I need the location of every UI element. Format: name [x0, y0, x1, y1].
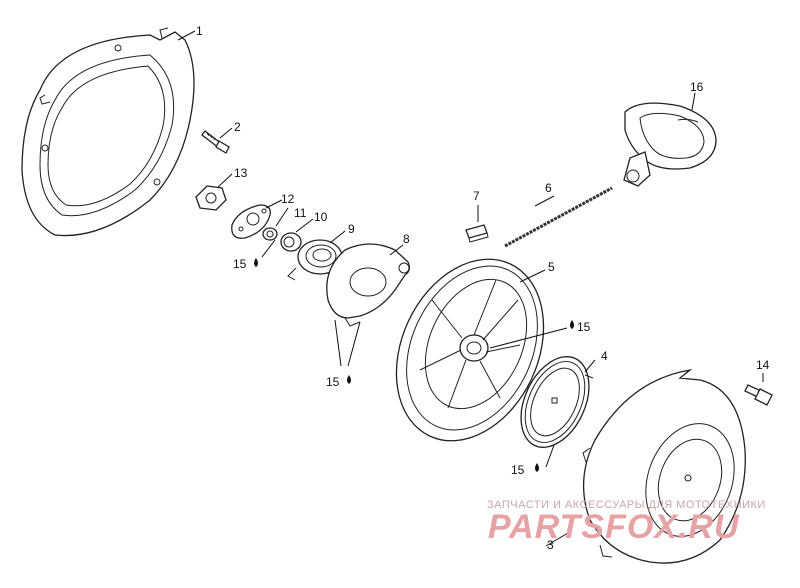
part-1-housing-ring: [21, 27, 195, 237]
callout-8: 8: [403, 232, 410, 246]
callout-10: 10: [314, 210, 328, 224]
part-12-plate: [231, 204, 271, 239]
watermark: ЗАПЧАСТИ И АКСЕССУАРЫ ДЛЯ МОТОТЕХНИКИ PA…: [487, 499, 766, 546]
part-8-cover-plate: [326, 243, 411, 327]
part-11-washer: [262, 227, 278, 241]
oil-drop-markers: [254, 258, 574, 472]
callout-6: 6: [545, 181, 552, 195]
leader-lines: [177, 30, 764, 547]
callout-2: 2: [234, 120, 241, 134]
part-13-nut: [195, 185, 227, 211]
part-7-key: [465, 224, 489, 243]
watermark-subtitle: ЗАПЧАСТИ И АКСЕССУАРЫ ДЛЯ МОТОТЕХНИКИ: [487, 499, 766, 511]
oil-drop-icon: [347, 375, 351, 384]
callout-16: 16: [690, 80, 704, 94]
part-4-spring: [520, 356, 594, 448]
callout-labels: 1 2 13 12 11 10 9 8 7 6 5 4 14 16 3 15 1…: [196, 24, 770, 552]
callout-4: 4: [601, 349, 608, 363]
callout-15-b: 15: [326, 375, 340, 389]
callout-12: 12: [281, 192, 295, 206]
oil-drop-icon: [535, 463, 539, 472]
callout-15-c: 15: [577, 320, 591, 334]
callout-3: 3: [547, 538, 554, 552]
callout-11: 11: [294, 206, 307, 220]
callout-7: 7: [473, 189, 480, 203]
callout-5: 5: [548, 260, 555, 274]
callout-15-d: 15: [511, 463, 525, 477]
part-2-bolt: [201, 130, 230, 154]
callout-13: 13: [234, 166, 248, 180]
part-16-handle: [623, 102, 717, 187]
part-3-starter-cover: [582, 368, 746, 564]
part-10-bushing: [280, 232, 302, 252]
callout-9: 9: [348, 222, 355, 236]
part-5-pulley: [395, 258, 545, 442]
oil-drop-icon: [570, 320, 574, 329]
callout-1: 1: [196, 24, 203, 38]
callout-14: 14: [756, 358, 770, 372]
part-14-screw: [744, 384, 773, 406]
part-6-rope: [504, 186, 613, 248]
oil-drop-icon: [254, 258, 258, 267]
watermark-brand: PARTSFOX.RU: [488, 508, 740, 546]
callout-15-a: 15: [233, 257, 247, 271]
